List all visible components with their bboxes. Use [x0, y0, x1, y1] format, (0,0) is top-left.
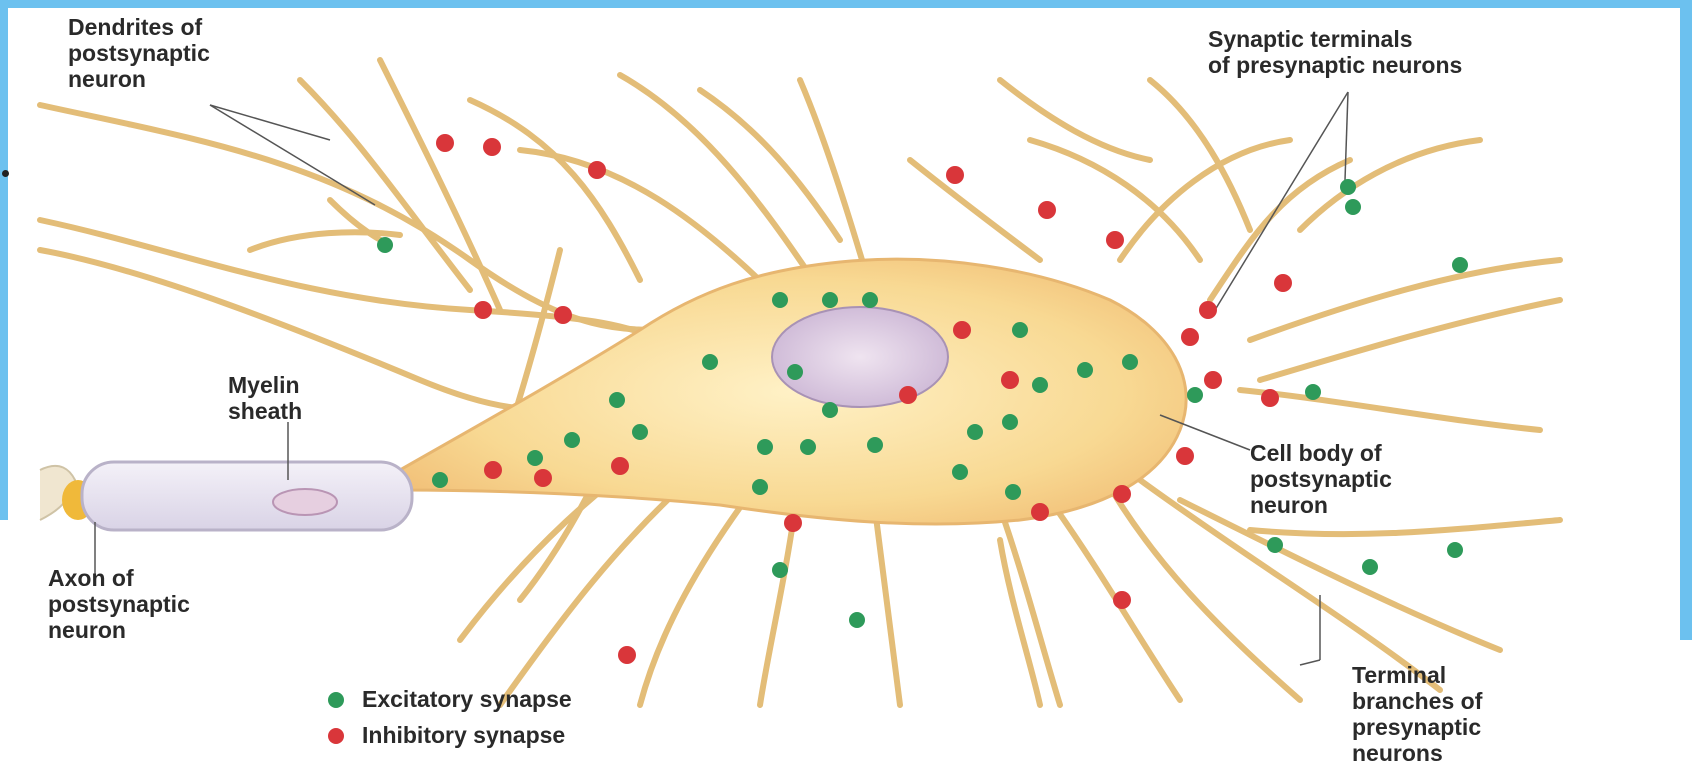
legend-excitatory-label: Excitatory synapse [362, 686, 572, 713]
excitatory-synapse [822, 292, 838, 308]
label-terminal-branches: Terminal branches of presynaptic neurons [1352, 662, 1482, 766]
myelin-sheath [82, 462, 412, 530]
excitatory-synapse [952, 464, 968, 480]
nucleus [772, 307, 948, 407]
schwann-nucleus [273, 489, 337, 515]
myelin-sheath-group [40, 462, 412, 530]
excitatory-synapse [1447, 542, 1463, 558]
inhibitory-synapse [946, 166, 964, 184]
excitatory-synapse [967, 424, 983, 440]
inhibitory-synapse [1176, 447, 1194, 465]
excitatory-synapse [1305, 384, 1321, 400]
excitatory-synapse [609, 392, 625, 408]
excitatory-synapse [1005, 484, 1021, 500]
excitatory-synapse [527, 450, 543, 466]
excitatory-synapse [1267, 537, 1283, 553]
excitatory-synapse [702, 354, 718, 370]
inhibitory-synapse [1199, 301, 1217, 319]
inhibitory-synapse [588, 161, 606, 179]
label-synaptic-terminals: Synaptic terminals of presynaptic neuron… [1208, 26, 1462, 78]
excitatory-synapse [772, 562, 788, 578]
inhibitory-synapse [618, 646, 636, 664]
excitatory-synapse [822, 402, 838, 418]
inhibitory-synapse [483, 138, 501, 156]
excitatory-synapse [867, 437, 883, 453]
excitatory-synapse [757, 439, 773, 455]
label-cell-body: Cell body of postsynaptic neuron [1250, 440, 1392, 518]
excitatory-synapse [1187, 387, 1203, 403]
inhibitory-synapse [1038, 201, 1056, 219]
excitatory-synapse [752, 479, 768, 495]
excitatory-synapse [1345, 199, 1361, 215]
inhibitory-synapse [784, 514, 802, 532]
excitatory-synapse [1362, 559, 1378, 575]
inhibitory-synapse [554, 306, 572, 324]
inhibitory-synapse [1113, 485, 1131, 503]
inhibitory-synapse [1031, 503, 1049, 521]
excitatory-synapse [632, 424, 648, 440]
legend-excitatory: Excitatory synapse [328, 686, 572, 713]
inhibitory-synapse [1261, 389, 1279, 407]
excitatory-synapse [1002, 414, 1018, 430]
inhibitory-dot-icon [328, 728, 344, 744]
excitatory-synapse [1032, 377, 1048, 393]
inhibitory-synapse [1274, 274, 1292, 292]
excitatory-synapse [800, 439, 816, 455]
legend-inhibitory-label: Inhibitory synapse [362, 722, 565, 749]
label-axon: Axon of postsynaptic neuron [48, 565, 190, 643]
excitatory-synapse [1452, 257, 1468, 273]
inhibitory-synapse [1106, 231, 1124, 249]
soma-group [400, 259, 1186, 524]
excitatory-dot-icon [328, 692, 344, 708]
inhibitory-synapse [1001, 371, 1019, 389]
excitatory-synapse [377, 237, 393, 253]
inhibitory-synapse [953, 321, 971, 339]
inhibitory-synapse [611, 457, 629, 475]
inhibitory-synapse [474, 301, 492, 319]
cell-body-shape [400, 259, 1186, 524]
excitatory-synapse [849, 612, 865, 628]
excitatory-synapse [1077, 362, 1093, 378]
inhibitory-synapse [534, 469, 552, 487]
excitatory-synapse [1012, 322, 1028, 338]
inhibitory-synapse [899, 386, 917, 404]
excitatory-synapse [564, 432, 580, 448]
excitatory-synapse [1122, 354, 1138, 370]
excitatory-synapse [432, 472, 448, 488]
legend-inhibitory: Inhibitory synapse [328, 722, 565, 749]
excitatory-synapse [1340, 179, 1356, 195]
label-myelin-sheath: Myelin sheath [228, 372, 302, 424]
excitatory-synapse [862, 292, 878, 308]
inhibitory-synapse [436, 134, 454, 152]
inhibitory-synapse [1204, 371, 1222, 389]
inhibitory-synapse [1181, 328, 1199, 346]
label-dendrites: Dendrites of postsynaptic neuron [68, 14, 210, 92]
inhibitory-synapse [1113, 591, 1131, 609]
inhibitory-synapse [484, 461, 502, 479]
excitatory-synapse [787, 364, 803, 380]
excitatory-synapse [772, 292, 788, 308]
